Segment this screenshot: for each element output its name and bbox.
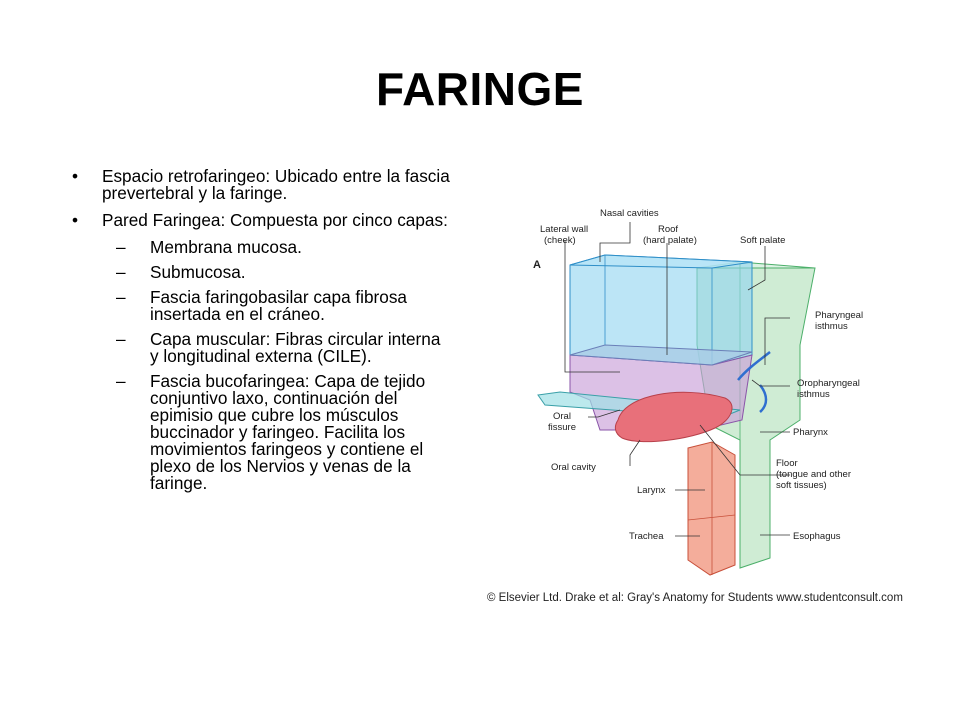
label-pharynx: Pharynx (793, 427, 828, 438)
larynx-trachea-region (687, 441, 736, 576)
sub-bullet-text: Fascia bucofaringea: Capa de tejido conj… (150, 371, 426, 493)
label-trachea: Trachea (629, 531, 664, 542)
label-oropharyngeal-isthmus-2: isthmus (797, 389, 830, 400)
label-larynx: Larynx (637, 485, 666, 496)
sub-bullet-marker: – (116, 262, 126, 282)
bullet-marker: • (72, 166, 79, 186)
label-oropharyngeal-isthmus: Oropharyngeal (797, 378, 860, 389)
nasal-cavity-region (569, 254, 753, 366)
sub-bullet-item: – Submucosa. (72, 262, 452, 282)
label-oral-cavity: Oral cavity (551, 462, 596, 473)
label-pharyngeal-isthmus-2: isthmus (815, 321, 848, 332)
bullet-text: Pared Faringea: Compuesta por cinco capa… (102, 210, 448, 230)
sub-bullet-item: – Fascia faringobasilar capa fibrosa ins… (72, 287, 452, 324)
sub-bullet-marker: – (116, 237, 126, 257)
label-floor-3: soft tissues) (776, 480, 827, 491)
figure-credit: © Elsevier Ltd. Drake et al: Gray's Anat… (487, 592, 903, 604)
label-floor-2: (tongue and other (776, 469, 851, 480)
sub-bullet-item: – Membrana mucosa. (72, 237, 452, 257)
label-oral-fissure: Oral (553, 411, 571, 422)
bullet-marker: • (72, 210, 79, 230)
sub-bullet-marker: – (116, 329, 126, 349)
label-esophagus: Esophagus (793, 531, 841, 542)
sub-bullet-marker: – (116, 371, 126, 391)
label-floor: Floor (776, 458, 798, 469)
label-pharyngeal-isthmus: Pharyngeal (815, 310, 863, 321)
tongue-shape (614, 391, 733, 443)
sub-bullet-text: Capa muscular: Fibras circular interna y… (150, 329, 441, 366)
sub-bullet-marker: – (116, 287, 126, 307)
leader-lines (564, 222, 790, 537)
label-roof-hard-palate: (hard palate) (643, 235, 697, 246)
airflow-arrow (759, 384, 768, 413)
bullet-list: • Espacio retrofaringeo: Ubicado entre l… (72, 166, 452, 500)
bullet-text: Espacio retrofaringeo: Ubicado entre la … (102, 166, 450, 203)
label-oral-fissure-2: fissure (548, 422, 576, 433)
sub-bullet-text: Membrana mucosa. (150, 237, 302, 257)
label-soft-palate: Soft palate (740, 235, 785, 246)
sub-bullet-item: – Capa muscular: Fibras circular interna… (72, 329, 452, 366)
bullet-item: • Espacio retrofaringeo: Ubicado entre l… (72, 166, 452, 203)
anatomy-diagram: A Nasal cavities Lateral wall (cheek) Ro… (487, 208, 903, 604)
sub-bullet-text: Submucosa. (150, 262, 246, 282)
label-nasal-cavities: Nasal cavities (600, 208, 659, 219)
slide-title: FARINGE (376, 63, 584, 115)
pharynx-anatomy-figure: A Nasal cavities Lateral wall (cheek) Ro… (480, 200, 920, 610)
label-lateral-wall: Lateral wall (540, 224, 588, 235)
label-lateral-wall-cheek: (cheek) (544, 235, 576, 246)
label-roof: Roof (658, 224, 678, 235)
panel-letter: A (533, 259, 541, 271)
sub-bullet-text: Fascia faringobasilar capa fibrosa inser… (150, 287, 407, 324)
bullet-item: • Pared Faringea: Compuesta por cinco ca… (72, 210, 452, 230)
sub-bullet-item: – Fascia bucofaringea: Capa de tejido co… (72, 371, 452, 493)
airflow-arrow (737, 351, 771, 381)
